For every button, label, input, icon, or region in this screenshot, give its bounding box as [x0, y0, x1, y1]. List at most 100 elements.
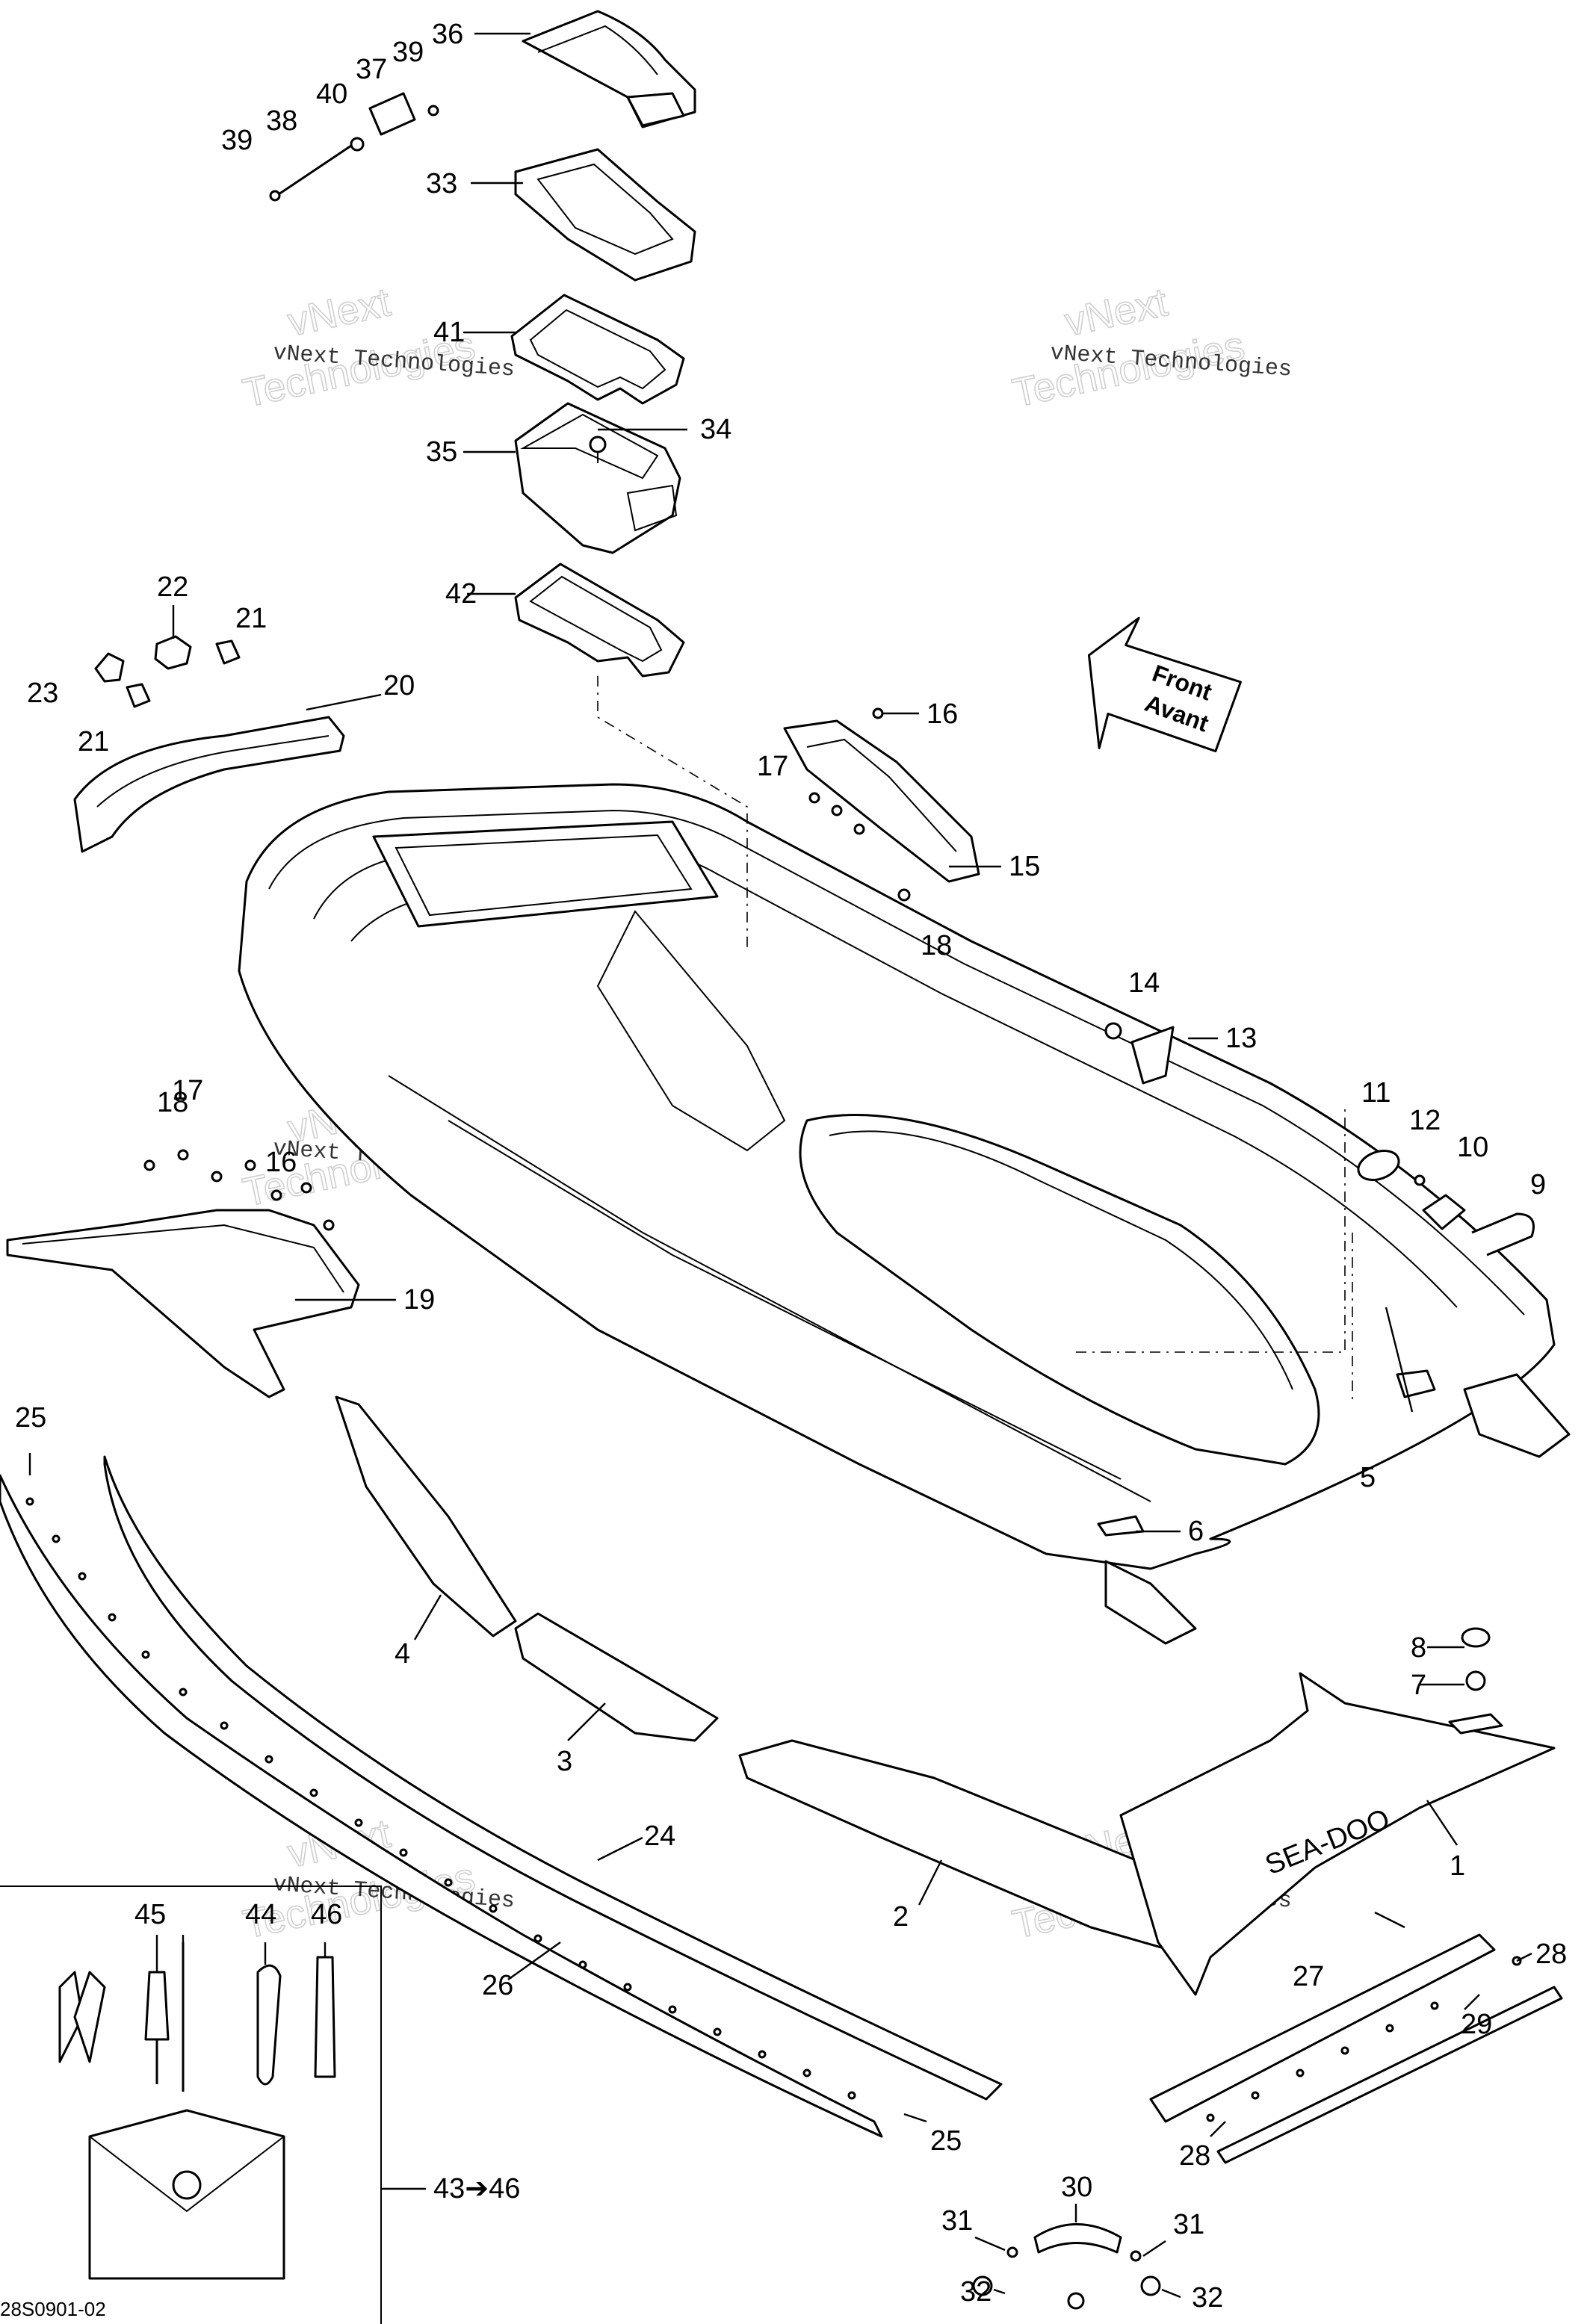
receptacle-plate — [1448, 1713, 1503, 1735]
side-panel-15 — [783, 719, 980, 883]
callout-17a: 17 — [757, 751, 788, 782]
callout-18b: 18 — [157, 1087, 188, 1118]
callout-4: 4 — [395, 1638, 410, 1670]
callout-8: 8 — [1411, 1632, 1426, 1664]
gasket-41 — [510, 294, 685, 405]
storage-cover-36 — [522, 10, 696, 128]
tool-kit-box — [0, 1885, 426, 2324]
rubrail-26 — [0, 1474, 883, 2138]
insert-32 — [972, 2275, 1161, 2310]
clip-39 — [269, 105, 439, 202]
watermark-top-right: vNext Technologies vNext Technologies — [1008, 279, 1293, 417]
tool-pouch — [88, 2109, 285, 2280]
bracket-13 — [1130, 1026, 1175, 1085]
callout-39b: 39 — [392, 37, 424, 68]
cap-23 — [94, 652, 125, 683]
rubrail-29 — [1216, 1986, 1563, 2164]
callout-31a: 31 — [941, 2205, 973, 2237]
pin-38 — [276, 144, 352, 197]
gasket-42 — [514, 563, 685, 678]
callout-14: 14 — [1128, 967, 1160, 999]
callout-27: 27 — [1293, 1961, 1324, 1992]
callout-37: 37 — [356, 54, 387, 85]
bolt-10 — [1422, 1194, 1466, 1230]
spark-plug-wrench-46 — [314, 1956, 336, 2078]
callout-20: 20 — [383, 670, 415, 701]
screws-left-panel — [143, 1149, 335, 1231]
callout-16a: 16 — [927, 698, 958, 730]
watermark-big-1: vNext — [1061, 279, 1172, 344]
callout-32a: 32 — [960, 2276, 992, 2308]
callout-24: 24 — [644, 1821, 675, 1852]
callout-34: 34 — [700, 414, 731, 445]
callout-11: 11 — [1361, 1077, 1391, 1109]
alignment-lines — [597, 676, 1353, 1404]
rubrail-27 — [1149, 1933, 1496, 2123]
screw-31 — [1006, 2246, 1142, 2262]
callout-23: 23 — [27, 678, 58, 709]
plate-11 — [1357, 1150, 1400, 1181]
mat-3 — [514, 1612, 719, 1742]
washer-18-right — [897, 888, 911, 902]
callout-21a: 21 — [235, 603, 267, 634]
callout-3: 3 — [557, 1746, 572, 1777]
front-direction-arrow: Front Avant — [1087, 616, 1242, 753]
callout-28a: 28 — [1535, 1939, 1567, 1970]
callout-18a: 18 — [921, 930, 952, 961]
callout-25a: 25 — [15, 1402, 46, 1434]
trim-ring-33 — [514, 148, 696, 282]
callout-35: 35 — [426, 436, 457, 468]
washer-12 — [1414, 1174, 1426, 1186]
watermark-top-left: vNext Technologies vNext Technologies — [238, 279, 516, 417]
callout-6: 6 — [1188, 1516, 1204, 1547]
u-bolt-9 — [1471, 1212, 1535, 1256]
screw-34 — [589, 436, 607, 463]
side-panel-19 — [6, 1209, 360, 1398]
leader-lines — [28, 32, 1532, 2299]
top-deck-hull — [238, 783, 1571, 1645]
cap-8 — [1461, 1627, 1491, 1648]
screw-17-right — [808, 792, 865, 835]
callout-2: 2 — [893, 1901, 909, 1933]
callout-29: 29 — [1461, 2009, 1492, 2040]
callout-45: 45 — [134, 1899, 166, 1930]
washer-40 — [350, 137, 365, 152]
callout-41: 41 — [433, 317, 465, 348]
callout-5: 5 — [1360, 1462, 1376, 1493]
wrench-tool-44 — [256, 1964, 282, 2086]
nut-22 — [154, 635, 192, 670]
callout-19: 19 — [403, 1284, 435, 1316]
callout-38: 38 — [266, 105, 297, 137]
callout-28b: 28 — [1179, 2140, 1210, 2172]
callout-39a: 39 — [221, 125, 253, 156]
pliers-tool — [58, 1971, 106, 2063]
reference-code: 28S0901-02 — [0, 2298, 106, 2320]
callout-44: 44 — [245, 1899, 276, 1930]
tool-range-label: 43➔46 — [433, 2173, 520, 2204]
callout-17b-label: 17 — [172, 1075, 203, 1106]
rear-grab-handle-20 — [73, 716, 345, 853]
bumper-30 — [1033, 2223, 1122, 2254]
watermark-big-1: vNext — [284, 279, 395, 344]
callout-21b: 21 — [78, 726, 109, 757]
callout-12: 12 — [1409, 1105, 1441, 1136]
callout-22: 22 — [157, 571, 188, 603]
callout-42: 42 — [445, 578, 477, 610]
callout-16b: 16 — [265, 1147, 297, 1178]
callout-1: 1 — [1450, 1850, 1465, 1882]
mat-4 — [335, 1395, 517, 1637]
callout-30: 30 — [1061, 2172, 1092, 2203]
callout-26: 26 — [482, 1970, 513, 2001]
screw-16-right — [872, 707, 884, 719]
callout-labels: 36 37 39 40 38 39 33 41 34 35 42 22 21 2… — [0, 19, 1567, 2320]
rubrail-short-screws — [1206, 1956, 1522, 2122]
callout-9: 9 — [1530, 1169, 1546, 1200]
callout-10: 10 — [1457, 1132, 1488, 1163]
callout-33: 33 — [426, 168, 457, 199]
callout-31b: 31 — [1173, 2209, 1204, 2240]
rubrail-24 — [103, 1455, 1003, 2101]
callout-40: 40 — [316, 78, 347, 110]
latch-37 — [368, 92, 416, 136]
grommet-7 — [1465, 1670, 1486, 1691]
